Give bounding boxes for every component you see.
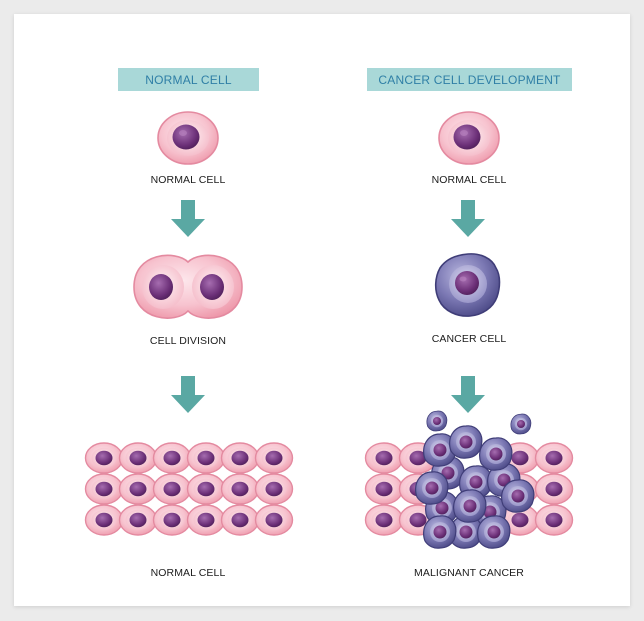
malignant-tumor-icon xyxy=(364,410,574,549)
label-normal-cell-left: NORMAL CELL xyxy=(150,174,226,186)
arrow-down-icon xyxy=(171,376,205,413)
cancer-cell-icon xyxy=(434,253,501,317)
cell-division-icon xyxy=(133,254,243,319)
label-cell-division: CELL DIVISION xyxy=(149,335,227,347)
label-normal-tissue: NORMAL CELL xyxy=(150,567,226,579)
label-malignant-cancer: MALIGNANT CANCER xyxy=(414,567,524,579)
header-cancer-development: CANCER CELL DEVELOPMENT xyxy=(367,68,572,91)
arrow-down-icon xyxy=(451,376,485,413)
normal-cell-icon xyxy=(438,111,500,165)
arrow-down-icon xyxy=(451,200,485,237)
label-normal-cell-right: NORMAL CELL xyxy=(431,174,507,186)
header-normal-cell: NORMAL CELL xyxy=(118,68,259,91)
arrow-down-icon xyxy=(171,200,205,237)
normal-tissue-icon xyxy=(84,442,294,536)
label-cancer-cell: CANCER CELL xyxy=(431,333,507,345)
normal-cell-icon xyxy=(157,111,219,165)
